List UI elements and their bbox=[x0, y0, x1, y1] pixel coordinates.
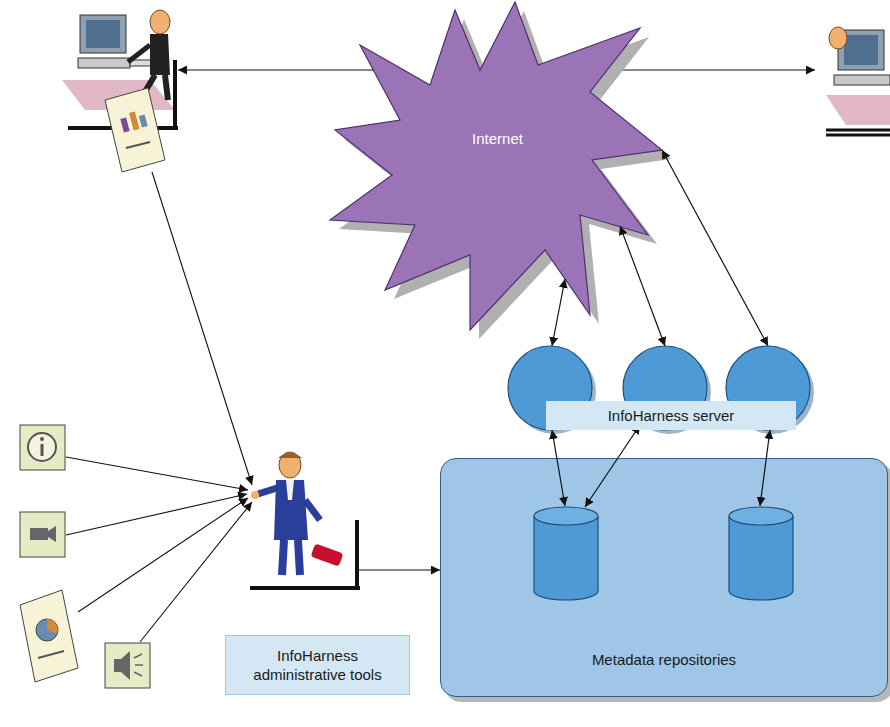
repository-label: Metadata repositories bbox=[441, 651, 887, 668]
connector bbox=[552, 430, 565, 506]
info-icon bbox=[20, 425, 65, 470]
connector bbox=[620, 226, 665, 346]
connector bbox=[760, 430, 770, 506]
connector bbox=[552, 279, 565, 346]
connector bbox=[585, 425, 640, 507]
server-group: InfoHarness server bbox=[505, 344, 805, 434]
network-link bbox=[610, 69, 815, 70]
audio-icon bbox=[105, 643, 150, 688]
network-link bbox=[178, 69, 400, 70]
administrator-figure bbox=[250, 452, 360, 588]
user-workstation bbox=[826, 27, 890, 135]
connector bbox=[662, 150, 768, 346]
tool-label: InfoHarness administrative tools bbox=[225, 635, 410, 695]
internet-cloud: Internet bbox=[330, 0, 665, 332]
connector bbox=[357, 569, 440, 570]
repository-panel: Metadata repositories bbox=[440, 458, 888, 697]
server-label: InfoHarness server bbox=[546, 401, 796, 430]
document-icon bbox=[20, 590, 78, 682]
media-line bbox=[66, 172, 252, 642]
video-icon bbox=[20, 512, 65, 557]
document-icon bbox=[105, 88, 165, 172]
admin-tools-box: InfoHarness administrative tools bbox=[225, 505, 410, 695]
star-outline bbox=[330, 0, 665, 332]
cloud-label: Internet bbox=[330, 130, 665, 147]
